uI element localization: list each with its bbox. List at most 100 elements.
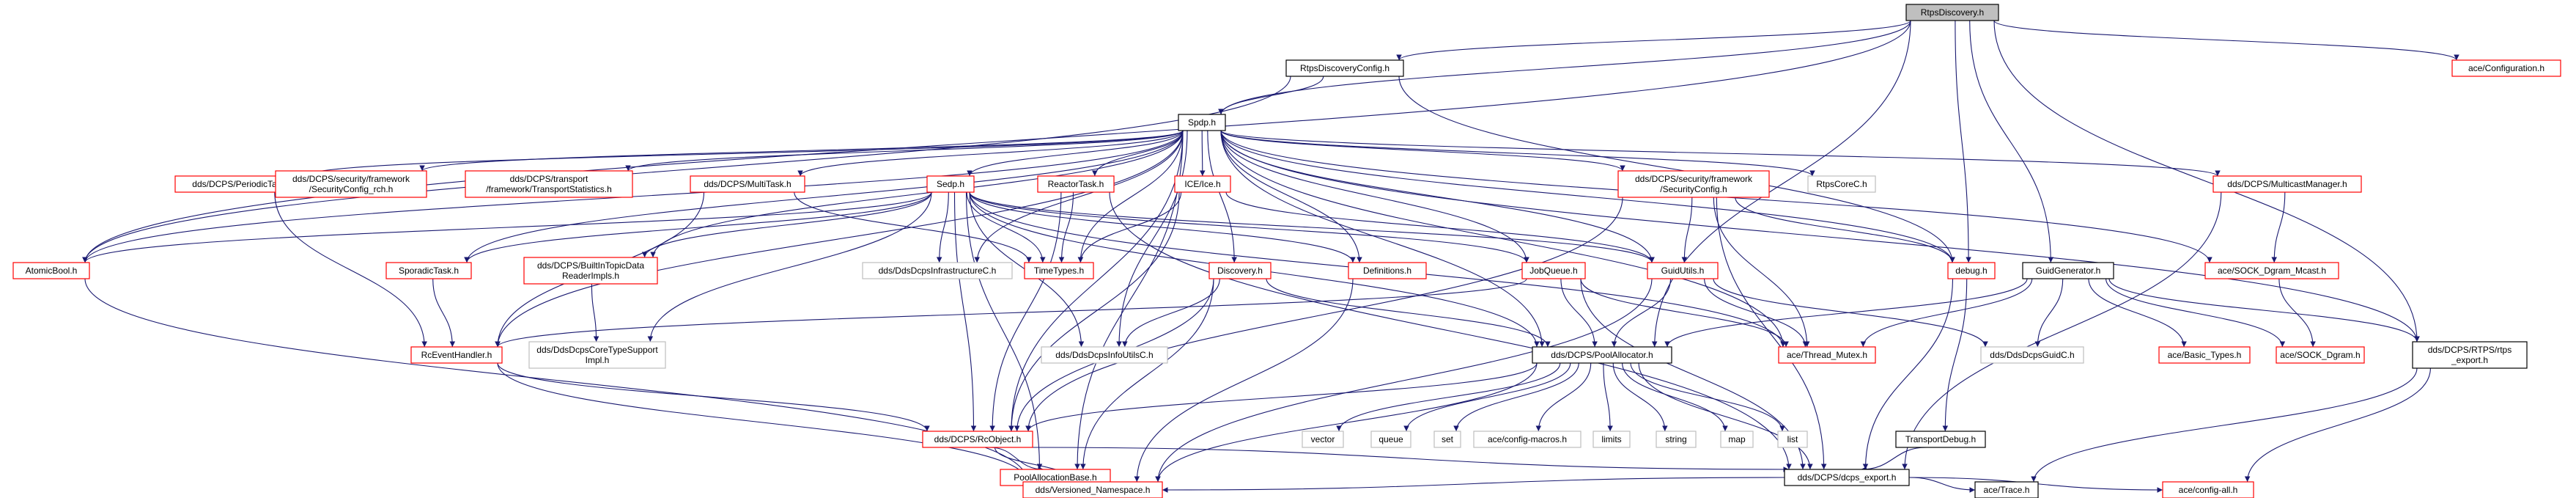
node-reactortask[interactable]: ReactorTask.h bbox=[1037, 175, 1115, 193]
node-config-macros[interactable]: ace/config-macros.h bbox=[1473, 431, 1582, 448]
node-rtpsdiscoveryconfig[interactable]: RtpsDiscoveryConfig.h bbox=[1285, 59, 1404, 77]
edge bbox=[82, 130, 1184, 263]
node-list[interactable]: list bbox=[1777, 431, 1808, 448]
edge bbox=[1603, 362, 1613, 432]
node-map[interactable]: map bbox=[1720, 431, 1754, 448]
node-debug[interactable]: debug.h bbox=[1947, 262, 1996, 279]
edge-sedp-to-timetypes bbox=[966, 191, 1046, 263]
node-transportstatistics[interactable]: dds/DCPS/transport/framework/TransportSt… bbox=[465, 170, 633, 198]
node-timetypes[interactable]: TimeTypes.h bbox=[1024, 262, 1094, 279]
node-thread-mutex[interactable]: ace/Thread_Mutex.h bbox=[1778, 346, 1876, 364]
edge-spdp-to-rtps_export bbox=[1220, 130, 2420, 343]
edge bbox=[1220, 130, 1545, 348]
node-rtps-export[interactable]: dds/DCPS/RTPS/rtps_export.h bbox=[2412, 341, 2528, 369]
edge-rcobject-to-poolallocationbase bbox=[989, 447, 1044, 472]
node-label: ace/config-macros.h bbox=[1488, 434, 1567, 444]
node-rceventhandler[interactable]: RcEventHandler.h bbox=[410, 346, 503, 364]
edge-transportdebug-to-dcps_export bbox=[1861, 447, 1927, 472]
node-label: ReaderImpls.h bbox=[562, 271, 619, 281]
node-basic-types[interactable]: ace/Basic_Types.h bbox=[2158, 346, 2251, 364]
node-spdp[interactable]: Spdp.h bbox=[1178, 114, 1226, 131]
node-label: vector bbox=[1311, 434, 1335, 444]
edge-spdp-to-jobqueue bbox=[1220, 130, 1529, 263]
edge bbox=[1134, 278, 1354, 483]
node-transportdebug[interactable]: TransportDebug.h bbox=[1895, 431, 1986, 448]
node-box bbox=[2022, 262, 2114, 279]
node-ace-configuration[interactable]: ace/Configuration.h bbox=[2451, 59, 2561, 77]
edge bbox=[1622, 362, 1728, 432]
node-securityconfig[interactable]: dds/DCPS/security/framework/SecurityConf… bbox=[1617, 170, 1770, 198]
node-guidgenerator[interactable]: GuidGenerator.h bbox=[2022, 262, 2114, 279]
edge bbox=[419, 130, 1184, 172]
node-definitions[interactable]: Definitions.h bbox=[1348, 262, 1427, 279]
node-label: dds/DCPS/security/framework bbox=[1635, 174, 1753, 184]
edge-sedp-to-rcobject bbox=[953, 191, 977, 432]
edge-rtpsdiscoveryconfig-to-atomicbool bbox=[82, 76, 1291, 263]
edge bbox=[647, 191, 932, 343]
node-discovery[interactable]: Discovery.h bbox=[1208, 262, 1272, 279]
node-box bbox=[1777, 431, 1808, 448]
node-secconfig-rch[interactable]: dds/DCPS/security/framework/SecurityConf… bbox=[275, 170, 427, 198]
node-jobqueue[interactable]: JobQueue.h bbox=[1521, 262, 1586, 279]
node-box bbox=[1024, 262, 1094, 279]
node-versioned-namespace[interactable]: dds/Versioned_Namespace.h bbox=[1022, 481, 1163, 498]
edge-securityconfig-to-rcobject bbox=[1025, 197, 1623, 432]
node-box bbox=[690, 175, 805, 193]
edge-rtpsdiscovery-to-rtps_export bbox=[1993, 20, 2420, 343]
edge bbox=[969, 191, 1529, 263]
edge bbox=[1077, 130, 1184, 263]
node-label: dds/DdsDcpsInfrastructureC.h bbox=[879, 266, 997, 276]
node-guidc[interactable]: dds/DdsDcpsGuidC.h bbox=[1980, 346, 2084, 364]
edge-dcps_export-to-versioned_namespace bbox=[1162, 477, 1785, 493]
node-multitask[interactable]: dds/DCPS/MultiTask.h bbox=[690, 175, 805, 193]
edge-guidutils-to-thread_mutex bbox=[1704, 278, 1809, 348]
node-queue[interactable]: queue bbox=[1370, 431, 1411, 448]
edge-poolallocator-to-config_macros bbox=[1535, 362, 1592, 432]
node-label: _export.h bbox=[2451, 355, 2488, 365]
edge-spdp-to-poolallocator bbox=[1220, 130, 1545, 348]
edge-spdp-to-secconfig_rch bbox=[419, 130, 1184, 172]
edge bbox=[84, 278, 1030, 483]
node-rtpsdiscovery[interactable]: RtpsDiscovery.h bbox=[1905, 4, 1999, 21]
node-ace-trace[interactable]: ace/Trace.h bbox=[1974, 481, 2039, 498]
edge-spdp-to-securityconfig bbox=[1220, 130, 1625, 172]
node-string[interactable]: string bbox=[1656, 431, 1697, 448]
node-sock-dgram[interactable]: ace/SOCK_Dgram.h bbox=[2276, 346, 2365, 364]
edge bbox=[1453, 362, 1579, 432]
node-limits[interactable]: limits bbox=[1593, 431, 1631, 448]
node-infrastructurec[interactable]: dds/DdsDcpsInfrastructureC.h bbox=[862, 262, 1013, 279]
node-multicastmanager[interactable]: dds/DCPS/MulticastManager.h bbox=[2213, 175, 2362, 193]
node-sedp[interactable]: Sedp.h bbox=[926, 175, 975, 193]
node-box bbox=[1974, 481, 2039, 498]
node-rtpscorec[interactable]: RtpsCoreC.h bbox=[1807, 175, 1876, 193]
node-label: /SecurityConfig.h bbox=[1660, 184, 1727, 194]
edge-poolallocator-to-set bbox=[1453, 362, 1579, 432]
node-label: debug.h bbox=[1955, 266, 1987, 276]
node-poolallocator[interactable]: dds/DCPS/PoolAllocator.h bbox=[1532, 346, 1672, 364]
edge bbox=[274, 191, 428, 348]
node-set[interactable]: set bbox=[1433, 431, 1461, 448]
edge-debug-to-transportdebug bbox=[1942, 278, 1968, 432]
node-box bbox=[1348, 262, 1427, 279]
node-dcps-export[interactable]: dds/DCPS/dcps_export.h bbox=[1784, 469, 1910, 486]
edge bbox=[969, 191, 1356, 263]
node-infoutilsc[interactable]: dds/DdsDcpsInfoUtilsC.h bbox=[1041, 346, 1168, 364]
node-label: ICE/Ice.h bbox=[1184, 179, 1220, 189]
node-label: GuidUtils.h bbox=[1661, 266, 1705, 276]
node-config-all[interactable]: ace/config-all.h bbox=[2162, 481, 2254, 498]
edge-sedp-to-guidutils bbox=[969, 191, 1655, 263]
node-box bbox=[1041, 346, 1168, 364]
node-sock-dgram-mcast[interactable]: ace/SOCK_Dgram_Mcast.h bbox=[2204, 262, 2339, 279]
node-iceice[interactable]: ICE/Ice.h bbox=[1174, 175, 1231, 193]
node-box bbox=[1532, 346, 1672, 364]
node-sporadictask[interactable]: SporadicTask.h bbox=[385, 262, 472, 279]
node-rcobject[interactable]: dds/DCPS/RcObject.h bbox=[922, 431, 1033, 448]
node-label: dds/DCPS/MulticastManager.h bbox=[2227, 179, 2347, 189]
node-atomicbool[interactable]: AtomicBool.h bbox=[12, 262, 90, 279]
node-guidutils[interactable]: GuidUtils.h bbox=[1647, 262, 1719, 279]
node-vector[interactable]: vector bbox=[1302, 431, 1344, 448]
edge bbox=[1220, 130, 1955, 263]
edge bbox=[1535, 362, 1592, 432]
